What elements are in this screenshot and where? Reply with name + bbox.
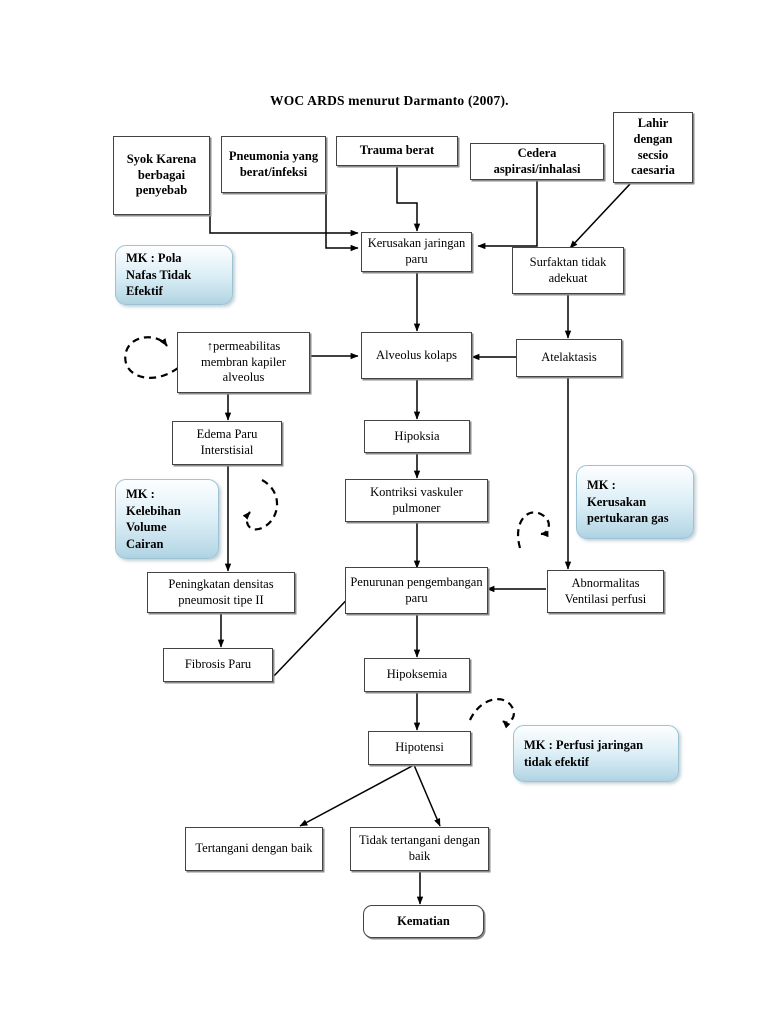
- node-trauma-berat[interactable]: Trauma berat: [336, 136, 458, 166]
- mk-line: Efektif: [126, 284, 163, 299]
- node-hipoksia[interactable]: Hipoksia: [364, 420, 470, 453]
- node-tidak-tertangani[interactable]: Tidak tertangani dengan baik: [350, 827, 489, 871]
- node-alveolus-kolaps[interactable]: Alveolus kolaps: [361, 332, 472, 379]
- mk-line: MK :: [587, 478, 616, 493]
- mk-line: MK : Perfusi jaringan: [524, 738, 644, 752]
- mk-line: MK : Pola: [126, 251, 182, 266]
- node-permeabilitas-membran[interactable]: ↑permeabilitas membran kapiler alveolus: [177, 332, 310, 393]
- mk-line: Nafas Tidak: [126, 267, 192, 282]
- mk-line: Volume: [126, 520, 167, 534]
- node-kerusakan-jaringan-paru[interactable]: Kerusakan jaringan paru: [361, 232, 472, 272]
- node-pneumonia[interactable]: Pneumonia yang berat/infeksi: [221, 136, 326, 193]
- dashed-pointer-3: [517, 511, 550, 549]
- node-fibrosis-paru[interactable]: Fibrosis Paru: [163, 648, 273, 682]
- node-tertangani-dengan-baik[interactable]: Tertangani dengan baik: [185, 827, 323, 871]
- node-abnormalitas-ventilasi-perfusi[interactable]: Abnormalitas Ventilasi perfusi: [547, 570, 664, 613]
- mk-kelebihan-volume-cairan[interactable]: MK : Kelebihan Volume Cairan: [115, 479, 219, 559]
- node-peningkatan-densitas[interactable]: Peningkatan densitas pneumosit tipe II: [147, 572, 295, 613]
- mk-line: tidak efektif: [524, 754, 589, 769]
- mk-perfusi-jaringan-tidak-efektif[interactable]: MK : Perfusi jaringan tidak efektif: [513, 725, 679, 782]
- dashed-pointer-2: [242, 479, 279, 531]
- node-syok[interactable]: Syok Karena berbagai penyebab: [113, 136, 210, 215]
- mk-line: Kelebihan: [126, 503, 181, 518]
- dashed-pointer-4: [468, 698, 515, 729]
- node-edema-paru-interstisial[interactable]: Edema Paru Interstisial: [172, 421, 282, 465]
- node-cedera[interactable]: Cedera aspirasi/inhalasi: [470, 143, 604, 180]
- node-kontriksi-vaskuler[interactable]: Kontriksi vaskuler pulmoner: [345, 479, 488, 522]
- page-title: WOC ARDS menurut Darmanto (2007).: [270, 93, 509, 108]
- node-atelaktasis[interactable]: Atelaktasis: [516, 339, 622, 377]
- node-kematian[interactable]: Kematian: [363, 905, 484, 938]
- mk-line: Kerusakan: [587, 494, 647, 509]
- dashed-pointer-1: [124, 336, 179, 379]
- node-lahir-secsio[interactable]: Lahir dengan secsio caesaria: [613, 112, 693, 183]
- mk-kerusakan-pertukaran-gas[interactable]: MK : Kerusakan pertukaran gas: [576, 465, 694, 539]
- node-surfaktan-tidak-adekuat[interactable]: Surfaktan tidak adekuat: [512, 247, 624, 294]
- mk-line: MK :: [126, 487, 155, 501]
- node-penurunan-pengembangan-paru[interactable]: Penurunan pengembangan paru: [345, 567, 488, 614]
- mk-line: Cairan: [126, 536, 164, 551]
- mk-pola-nafas-tidak-efektif[interactable]: MK : Pola Nafas Tidak Efektif: [115, 245, 233, 305]
- node-hipotensi[interactable]: Hipotensi: [368, 731, 471, 765]
- mk-line: pertukaran gas: [587, 511, 669, 526]
- node-hipoksemia[interactable]: Hipoksemia: [364, 658, 470, 692]
